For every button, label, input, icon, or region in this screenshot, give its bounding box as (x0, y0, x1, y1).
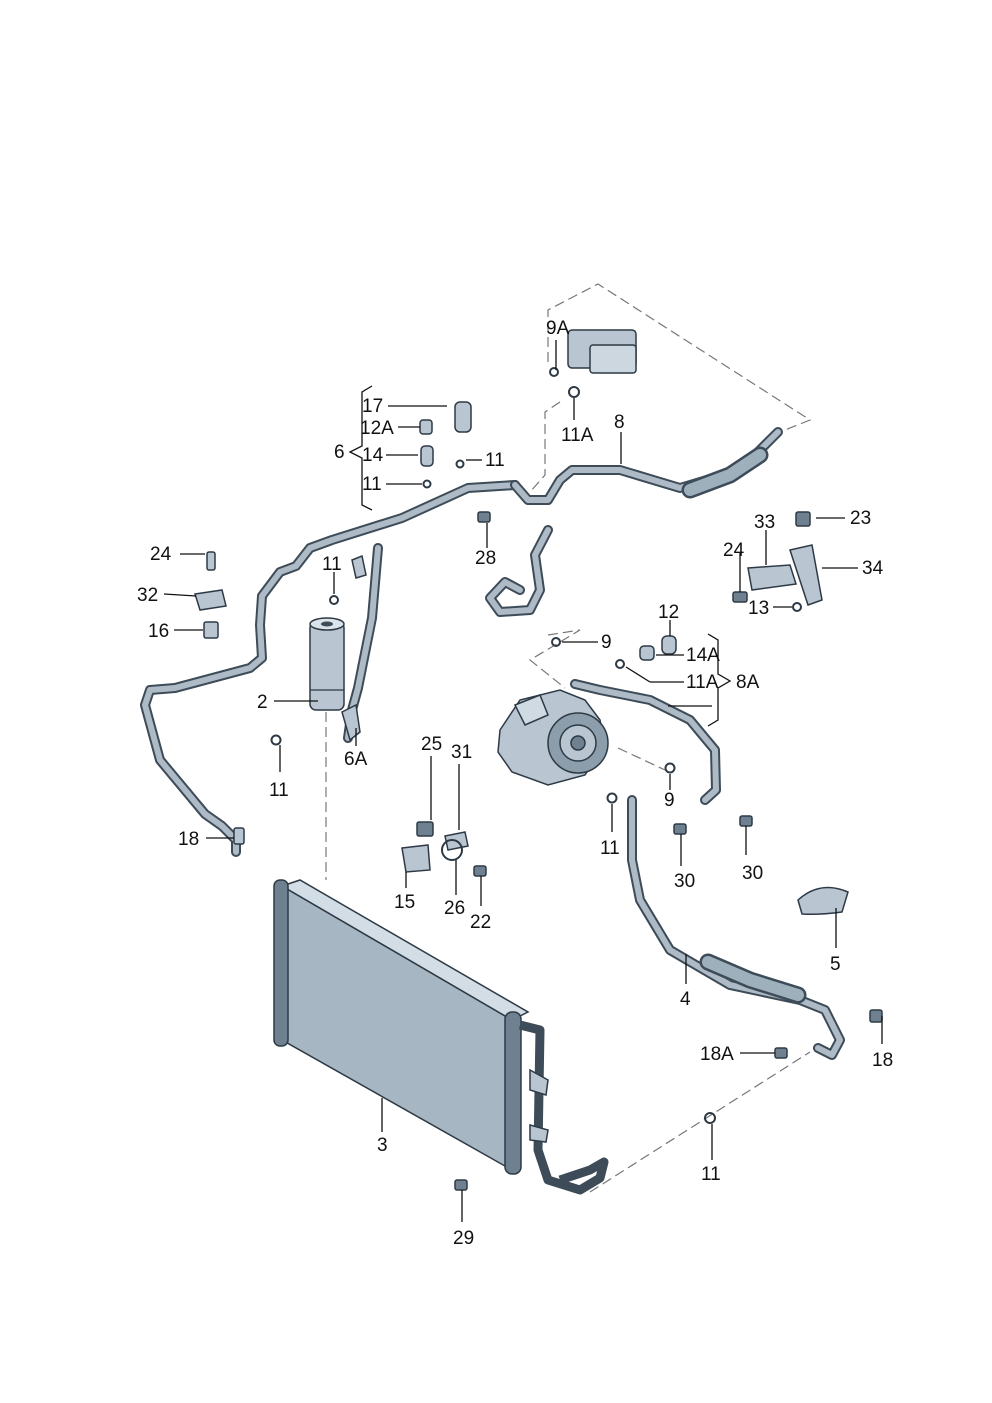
callout-24: 24 (150, 544, 172, 565)
callout-11: 11 (600, 838, 620, 859)
callout-6: 6 (334, 442, 345, 463)
compressor (497, 689, 609, 786)
callout-18A: 18A (700, 1044, 734, 1065)
callout-30: 30 (742, 863, 763, 884)
callout-11A: 11A (561, 425, 594, 446)
callout-9: 9 (664, 790, 675, 811)
callout-15: 15 (394, 892, 415, 913)
callout-11: 11 (269, 780, 289, 801)
callout-17: 17 (362, 396, 383, 417)
callout-labels: 9A 17 12A 6 14 11 11 11A 8 23 33 24 34 2… (137, 318, 893, 1249)
callout-4: 4 (680, 989, 691, 1010)
callout-18: 18 (178, 829, 199, 850)
callout-12: 12 (658, 602, 679, 623)
callout-6A: 6A (344, 749, 368, 770)
callout-11: 11 (322, 554, 342, 575)
callout-11: 11 (701, 1164, 721, 1185)
callout-9A: 9A (546, 318, 570, 339)
condenser (273, 879, 609, 1195)
callout-26: 26 (444, 898, 465, 919)
small-parts (194, 329, 883, 1191)
callout-23: 23 (850, 508, 871, 529)
callout-5: 5 (830, 954, 841, 975)
callout-24: 24 (723, 540, 745, 561)
callout-11A: 11A (686, 672, 719, 693)
receiver-drier (309, 617, 345, 711)
callout-29: 29 (453, 1228, 474, 1249)
callout-8: 8 (614, 412, 625, 433)
callout-11: 11 (362, 474, 382, 495)
callout-8A: 8A (736, 672, 760, 693)
callout-25: 25 (421, 734, 442, 755)
callout-22: 22 (470, 912, 491, 933)
callout-3: 3 (377, 1135, 388, 1156)
callout-9: 9 (601, 632, 612, 653)
callout-16: 16 (148, 621, 169, 642)
callout-30: 30 (674, 871, 695, 892)
leader-lines (163, 340, 883, 1222)
callout-18: 18 (872, 1050, 893, 1071)
callout-28: 28 (475, 548, 496, 569)
callout-14A: 14A (686, 645, 720, 666)
callout-2: 2 (257, 692, 268, 713)
callout-14: 14 (362, 445, 384, 466)
callout-13: 13 (748, 598, 769, 619)
callout-32: 32 (137, 585, 158, 606)
refrigerant-lines (140, 427, 845, 1060)
callout-31: 31 (451, 742, 472, 763)
callout-11: 11 (485, 450, 505, 471)
callout-33: 33 (754, 512, 775, 533)
callout-12A: 12A (360, 418, 394, 439)
callout-34: 34 (862, 558, 884, 579)
